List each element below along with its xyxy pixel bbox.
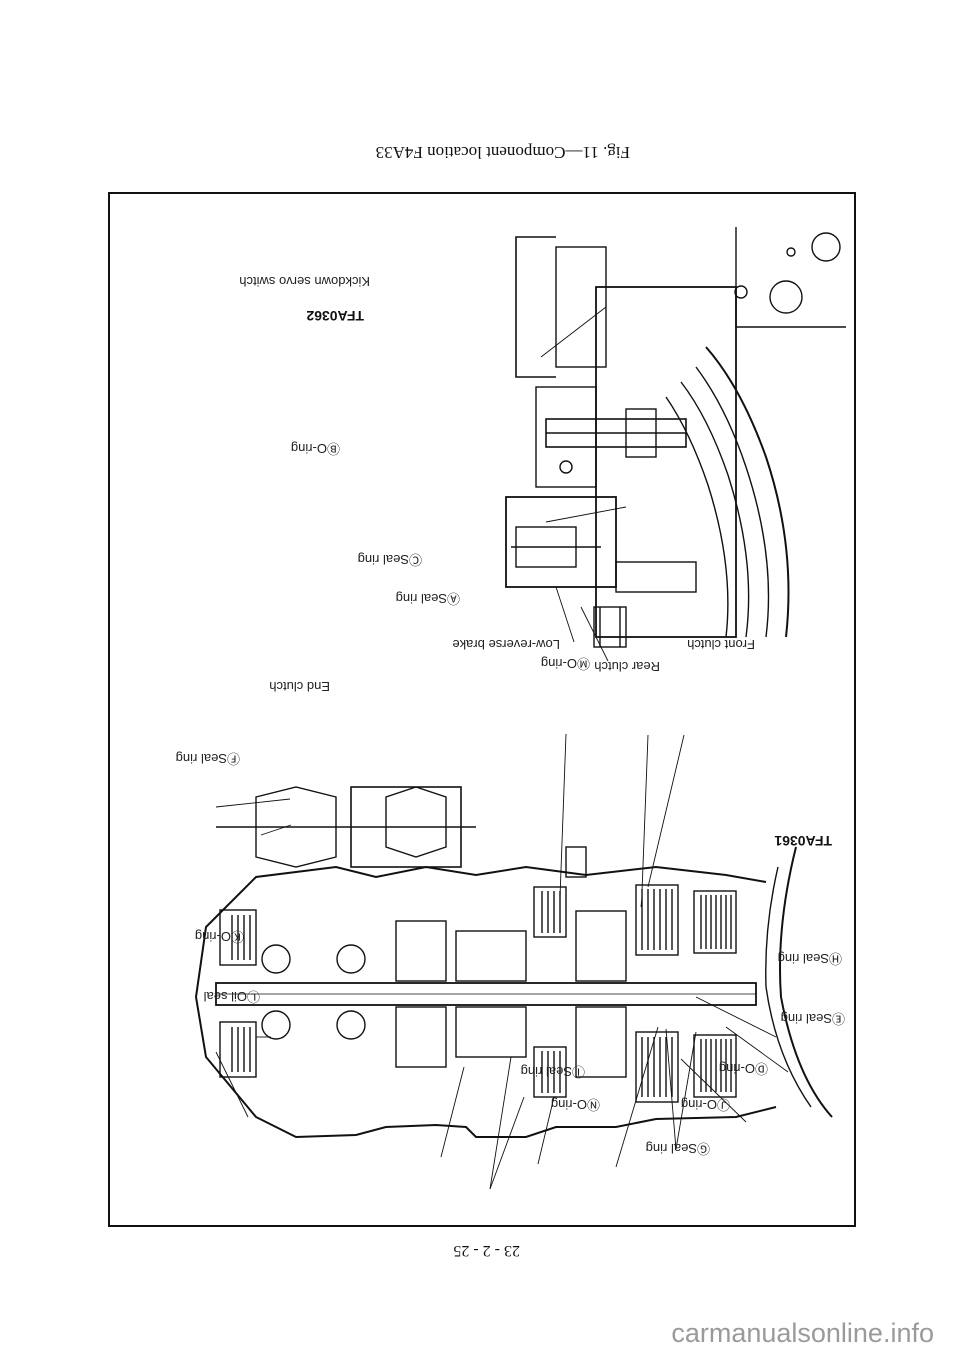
- page-number: 23 - 2 - 25: [453, 1242, 520, 1259]
- label-a-seal-ring: ⒶSeal ring: [395, 591, 460, 606]
- label-e-seal-ring: ⒺSeal ring: [780, 1011, 845, 1026]
- label-c-seal-ring: ⒸSeal ring: [357, 552, 422, 567]
- transaxle-section-drawing: [194, 733, 833, 1190]
- label-i-seal-ring: ⒾSeal ring: [520, 1064, 585, 1079]
- figure-caption: Fig. 11—Component location F4A33: [375, 143, 630, 162]
- drawing-code-tfa0362: TFA0362: [306, 308, 364, 324]
- label-low-reverse-brake: Low-reverse brake: [452, 637, 560, 652]
- label-front-clutch: Front clutch: [687, 637, 755, 652]
- transmission-cross-section-drawing: [194, 227, 846, 1190]
- label-b-o-ring: ⒷO-ring: [290, 441, 340, 456]
- label-end-clutch: End clutch: [269, 679, 330, 694]
- label-h-seal-ring: ⒽSeal ring: [777, 951, 842, 966]
- drawing-code-tfa0361: TFA0361: [774, 833, 832, 849]
- label-f-seal-ring: ⒻSeal ring: [175, 751, 240, 766]
- label-d-o-ring: ⒹO-ring: [718, 1061, 768, 1076]
- label-g-seal-ring: ⒼSeal ring: [645, 1141, 710, 1156]
- label-j-o-ring: ⒿO-ring: [680, 1097, 730, 1112]
- label-rear-clutch: Rear clutch: [594, 659, 660, 674]
- label-m-o-ring: ⓂO-ring: [540, 656, 590, 671]
- label-k-o-ring: ⓀO-ring: [194, 929, 244, 944]
- label-kickdown-servo-switch: Kickdown servo switch: [239, 274, 370, 289]
- watermark-text: carmanualsonline.info: [671, 1318, 934, 1348]
- label-l-oil-seal: ⓁOil seal: [203, 989, 260, 1004]
- kickdown-servo-section-drawing: [505, 227, 846, 662]
- label-n-o-ring: ⓃO-ring: [550, 1097, 600, 1112]
